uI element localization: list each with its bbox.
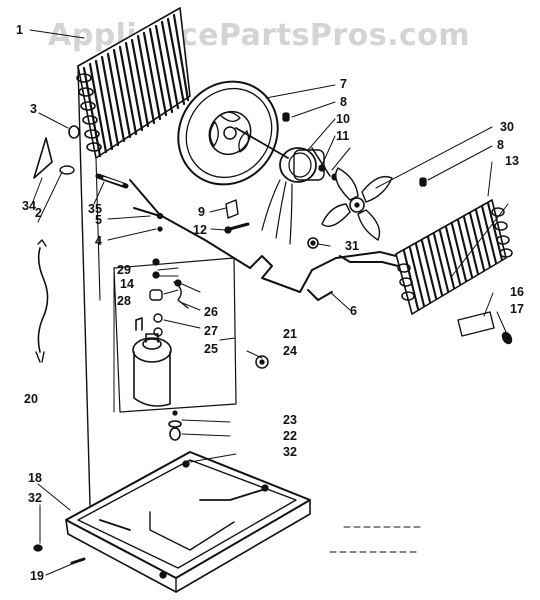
base-pan: [33, 451, 311, 593]
callout-35: 35: [88, 202, 102, 216]
leader-lines: [29, 29, 509, 576]
condenser-coil: [395, 199, 513, 315]
callout-22: 22: [283, 429, 297, 443]
bracket-part-9: [225, 199, 239, 219]
compressor-assembly: [113, 257, 269, 413]
callout-18: 18: [28, 471, 42, 485]
evaporator-coil: [76, 7, 191, 506]
part-12: [224, 222, 250, 234]
callout-25: 25: [204, 342, 218, 356]
callout-17: 17: [510, 302, 524, 316]
callout-10: 10: [336, 112, 350, 126]
callout-9: 9: [198, 205, 205, 219]
callout-11: 11: [336, 129, 350, 143]
refrigerant-tubing: [129, 179, 399, 301]
callout-4: 4: [95, 234, 102, 248]
clip-part-8b: [419, 177, 427, 187]
callout-16: 16: [510, 285, 524, 299]
callout-28: 28: [117, 294, 131, 308]
callout-23: 23: [283, 413, 297, 427]
callout-19: 19: [30, 569, 44, 583]
callout-7: 7: [340, 77, 347, 91]
callout-31: 31: [345, 239, 359, 253]
fan-motor: [261, 147, 339, 245]
left-small-parts: [33, 125, 164, 232]
callout-3: 3: [30, 102, 37, 116]
part-31: [307, 237, 319, 249]
callout-32b: 32: [28, 491, 42, 505]
blower-wheel: [177, 80, 289, 186]
callout-21: 21: [283, 327, 297, 341]
grommets: [168, 410, 190, 468]
callout-13: 13: [505, 154, 519, 168]
callout-30: 30: [500, 120, 514, 134]
callout-8b: 8: [497, 138, 504, 152]
callout-12: 12: [193, 223, 207, 237]
callout-24: 24: [283, 344, 297, 358]
clip-part-8: [282, 112, 290, 122]
callout-34: 34: [22, 199, 36, 213]
callout-32: 32: [283, 445, 297, 459]
power-cord: [35, 239, 49, 363]
callout-6: 6: [350, 304, 357, 318]
callout-20: 20: [24, 392, 38, 406]
callout-8: 8: [340, 95, 347, 109]
callout-1: 1: [16, 23, 23, 37]
callout-26: 26: [204, 305, 218, 319]
dashed-lines: [329, 526, 421, 553]
callout-29: 29: [117, 263, 131, 277]
callout-2: 2: [35, 206, 42, 220]
part-16-bracket: [457, 311, 513, 345]
callout-14: 14: [120, 277, 134, 291]
callout-5: 5: [95, 213, 102, 227]
callout-27: 27: [204, 324, 218, 338]
